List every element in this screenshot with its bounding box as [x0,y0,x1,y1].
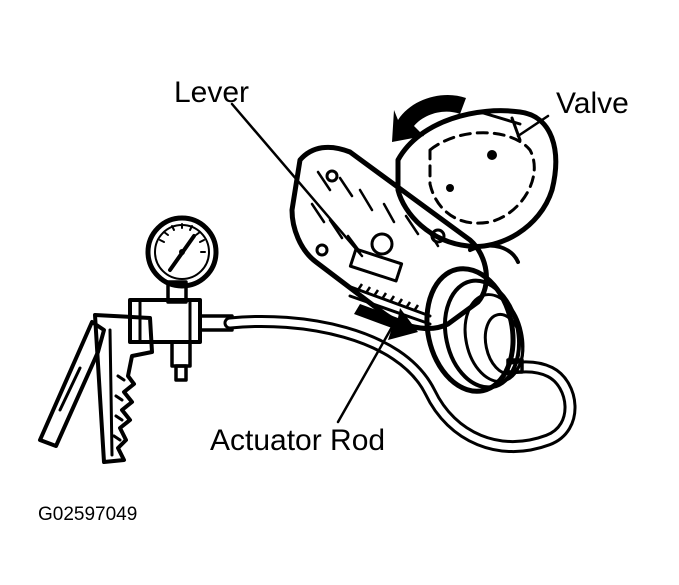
leader-lines [230,102,550,424]
actuator-rod-label: Actuator Rod [210,424,385,457]
valve-label: Valve [556,87,629,120]
vacuum-gauge [145,215,219,289]
vacuum-hose [223,314,577,454]
hand-vacuum-pump [38,215,234,464]
figure-id: G02597049 [38,504,137,525]
actuator-rod [346,283,432,326]
valve-assembly [289,108,559,331]
lever-label: Lever [174,76,249,109]
rod-movement-arrow [354,304,418,340]
vacuum-actuator [424,266,525,394]
rotation-arrow [392,94,466,142]
